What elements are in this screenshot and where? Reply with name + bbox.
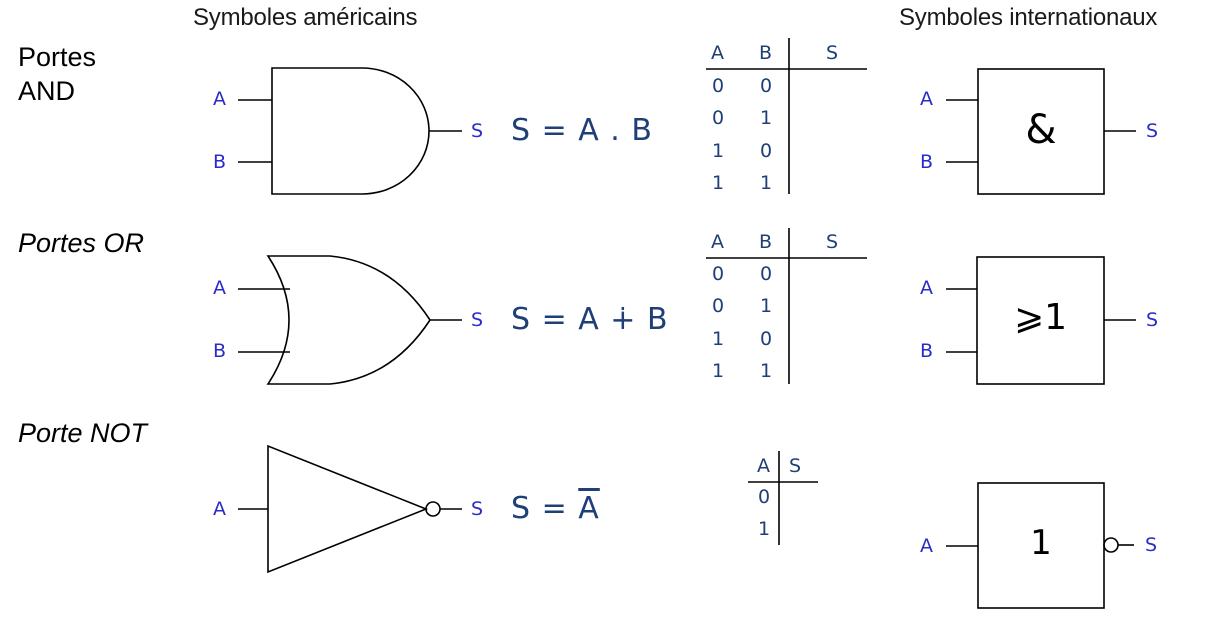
or-table-cell: 0 xyxy=(712,263,725,285)
and-table-cell: 1 xyxy=(760,172,773,194)
and-pin-s: S xyxy=(471,120,484,142)
or-table-cell: 0 xyxy=(760,328,773,350)
and-table-header-b: B xyxy=(759,42,773,64)
and-table-cell: 1 xyxy=(712,140,725,162)
not-equation-prefix: S = xyxy=(511,491,579,526)
not-intl-pin-s: S xyxy=(1145,534,1158,556)
and-table-cell: 1 xyxy=(712,172,725,194)
not-intl-pin-a: A xyxy=(920,535,933,557)
or-gate-title: Portes OR xyxy=(18,228,145,258)
not-gate-american-shape xyxy=(267,444,429,574)
not-table-cell: 0 xyxy=(758,486,771,508)
and-table-cell: 0 xyxy=(760,75,773,97)
or-table-header-b: B xyxy=(759,231,773,253)
or-table-header-s: S xyxy=(826,231,839,253)
not-table-header-a: A xyxy=(757,455,770,477)
and-table-cell: 0 xyxy=(712,75,725,97)
and-table-cell: 1 xyxy=(760,107,773,129)
header-american-symbols: Symboles américains xyxy=(193,4,418,31)
not-equation: S = A xyxy=(511,491,600,526)
and-equation: S = A . B xyxy=(511,113,653,148)
not-pin-s: S xyxy=(471,498,484,520)
or-intl-pin-b: B xyxy=(920,340,934,362)
not-intl-inversion-bubble xyxy=(1103,537,1119,553)
and-gate-american-shape xyxy=(271,67,430,195)
not-equation-var: A xyxy=(578,491,600,526)
or-pin-s: S xyxy=(471,309,484,331)
and-pin-a: A xyxy=(213,88,226,110)
or-table-cell: 1 xyxy=(712,328,725,350)
or-intl-pin-a: A xyxy=(920,277,933,299)
and-gate-title: Portes AND xyxy=(18,40,96,108)
and-intl-pin-a: A xyxy=(920,88,933,110)
and-title-line2: AND xyxy=(18,76,76,106)
and-table-header-a: A xyxy=(711,42,724,64)
and-table-cell: 0 xyxy=(760,140,773,162)
or-table-cell: 0 xyxy=(712,295,725,317)
not-table-cell: 1 xyxy=(758,518,771,540)
or-table-cell: 1 xyxy=(712,360,725,382)
or-intl-symbol: ⩾1 xyxy=(1013,297,1068,338)
or-table-cell: 0 xyxy=(760,263,773,285)
or-table-header-a: A xyxy=(711,231,724,253)
not-intl-symbol: 1 xyxy=(1030,523,1052,563)
not-table-header-s: S xyxy=(789,455,802,477)
or-gate-american-shape xyxy=(266,255,431,385)
and-intl-symbol: & xyxy=(1025,107,1057,153)
and-table-header-s: S xyxy=(826,42,839,64)
or-pin-a: A xyxy=(213,277,226,299)
or-equation: S = A ∔ B xyxy=(511,302,669,337)
or-pin-b: B xyxy=(213,340,227,362)
and-intl-pin-b: B xyxy=(920,151,934,173)
or-intl-pin-s: S xyxy=(1146,309,1159,331)
header-international-symbols: Symboles internationaux xyxy=(899,4,1158,31)
not-pin-a: A xyxy=(213,498,226,520)
and-pin-b: B xyxy=(213,151,227,173)
or-table-cell: 1 xyxy=(760,360,773,382)
or-table-cell: 1 xyxy=(760,295,773,317)
and-intl-pin-s: S xyxy=(1146,120,1159,142)
and-table-cell: 0 xyxy=(712,107,725,129)
not-gate-title: Porte NOT xyxy=(18,418,148,448)
and-title-line1: Portes xyxy=(18,42,97,72)
